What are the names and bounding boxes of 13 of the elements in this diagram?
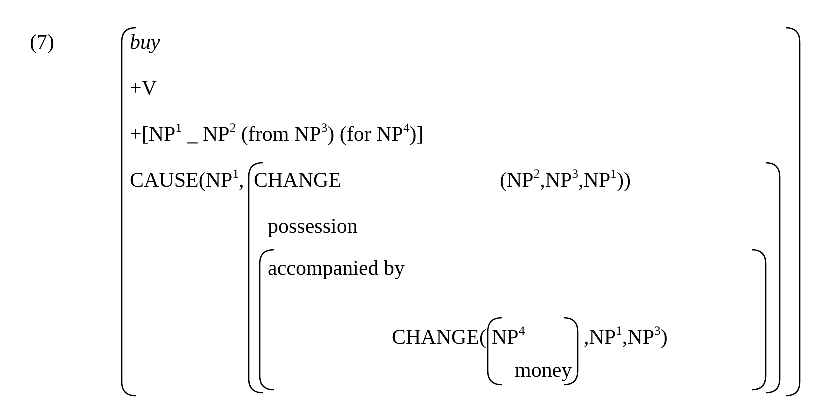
predicate-text: CHANGE(: [392, 325, 486, 350]
predicate-text: CHANGE: [254, 168, 342, 192]
argument-list: ,NP$^{1}$,NP$^{3}$): [584, 325, 668, 350]
feature-text: possession: [268, 214, 358, 238]
category-feature: +V: [130, 76, 158, 100]
argument-text: NP$^{4}$: [492, 325, 526, 350]
subcategorization-frame: +[NP$^{1}$ _ NP$^{2}$ (from NP$^{3}$) (for NP$^{4}$)]: [130, 122, 424, 146]
example-number: (7): [30, 30, 54, 54]
predicate-text: CAUSE(NP$^{1}$,: [130, 168, 244, 192]
word: buy: [130, 30, 160, 54]
argument-list: (NP$^{2}$,NP$^{3}$,NP$^{1}$)): [500, 168, 631, 192]
feature-text: money: [515, 358, 572, 382]
feature-text: accompanied by: [268, 256, 406, 280]
